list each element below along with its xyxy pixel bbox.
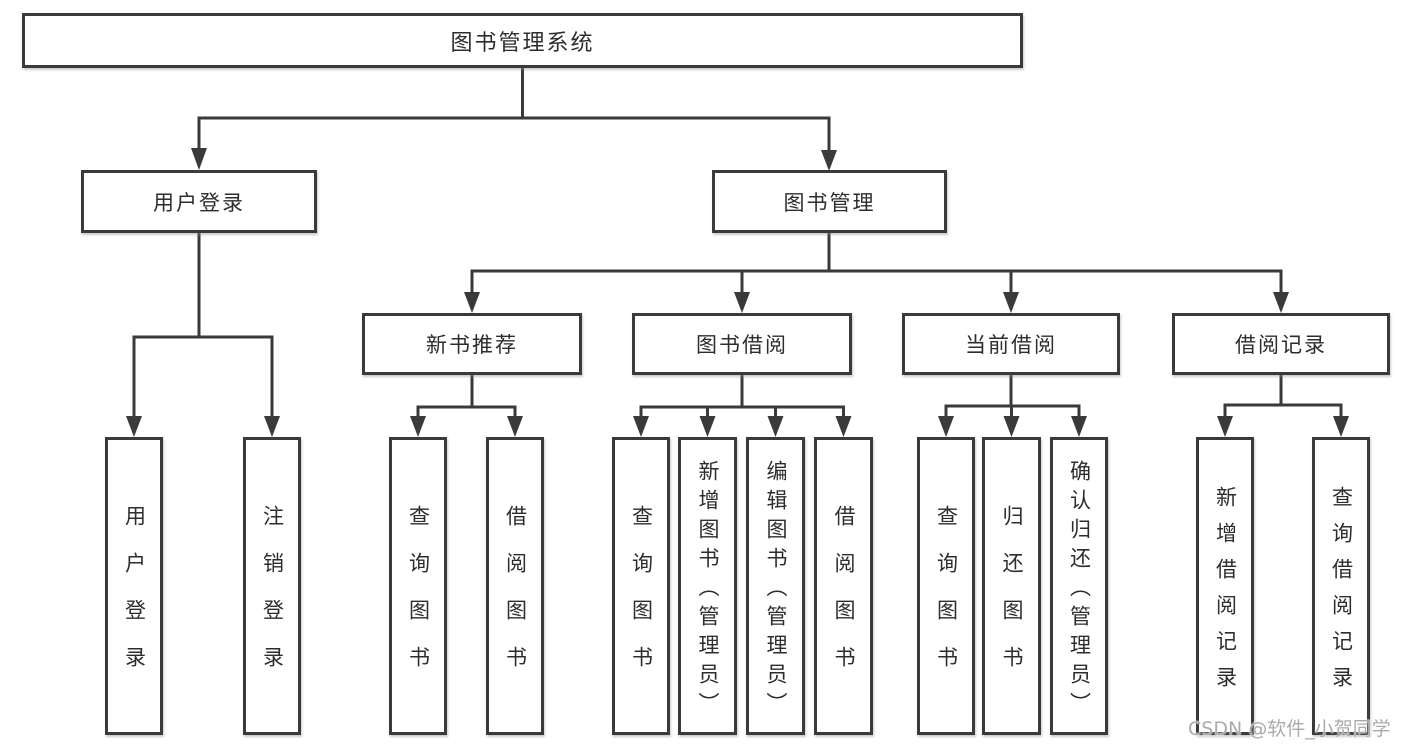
node-label: 注销登录 (260, 505, 285, 693)
node-label: 归还图书 (1000, 505, 1025, 693)
node-label: 新增图书（管理员） (696, 459, 721, 721)
node-borrow-books-recommend: 借阅图书 (486, 437, 544, 735)
node-label: 查询借阅记录 (1329, 485, 1354, 702)
node-label: 查询图书 (934, 505, 959, 693)
node-root: 图书管理系统 (22, 13, 1023, 68)
node-return-books: 归还图书 (982, 437, 1041, 735)
node-confirm-return-admin: 确认归还（管理员） (1050, 437, 1108, 735)
node-label: 借阅图书 (832, 505, 857, 693)
node-book-borrow: 图书借阅 (632, 313, 852, 375)
node-label: 编辑图书（管理员） (764, 459, 789, 721)
node-label: 新增借阅记录 (1213, 485, 1238, 702)
node-query-books-borrow: 查询图书 (612, 437, 670, 735)
node-label: 用户登录 (122, 505, 147, 693)
node-user-login-leaf: 用户登录 (105, 437, 163, 735)
node-add-books-admin: 新增图书（管理员） (678, 437, 737, 735)
watermark: CSDN @软件_小贺同学 (1188, 718, 1391, 740)
node-label: 确认归还（管理员） (1067, 459, 1092, 721)
node-label: 借阅图书 (503, 505, 528, 693)
node-label: 查询图书 (629, 505, 654, 693)
node-logout-leaf: 注销登录 (243, 437, 301, 735)
arrowheads (126, 148, 1349, 437)
node-edit-books-admin: 编辑图书（管理员） (746, 437, 805, 735)
node-add-borrow-record: 新增借阅记录 (1196, 437, 1254, 735)
node-user-login: 用户登录 (81, 170, 317, 233)
node-borrow-records: 借阅记录 (1172, 313, 1390, 375)
node-query-borrow-record: 查询借阅记录 (1312, 437, 1370, 735)
node-book-management: 图书管理 (712, 170, 947, 233)
node-borrow-books-leaf: 借阅图书 (814, 437, 873, 735)
node-query-books-recommend: 查询图书 (389, 437, 447, 735)
node-label: 查询图书 (406, 505, 431, 693)
node-query-books-current: 查询图书 (917, 437, 975, 735)
node-current-borrow: 当前借阅 (902, 313, 1120, 375)
node-new-book-recommend: 新书推荐 (362, 313, 582, 375)
